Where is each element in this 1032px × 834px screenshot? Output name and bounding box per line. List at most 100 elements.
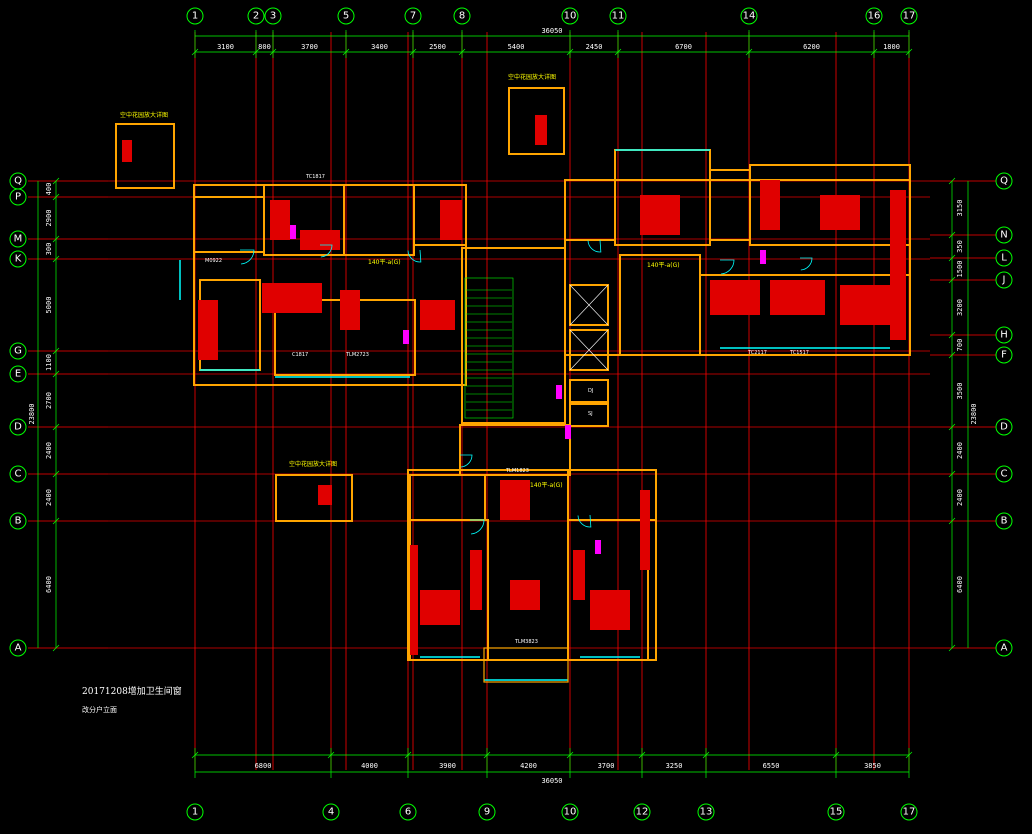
door-tag-4: M0922 xyxy=(205,258,222,264)
wall-red-fill xyxy=(640,490,650,570)
left-dimension-value: 300 xyxy=(45,243,53,256)
axis-bubble-circle xyxy=(995,226,1013,244)
axis-bubble-circle xyxy=(264,7,282,25)
axis-bubble-label: A xyxy=(15,643,22,654)
left-dimension-value: 5000 xyxy=(45,297,53,314)
tick xyxy=(52,235,60,243)
axis-bubble-circle xyxy=(399,803,417,821)
tick xyxy=(52,470,60,478)
axis-bubble-circle xyxy=(995,271,1013,289)
tick xyxy=(948,644,956,652)
axis-bubble-bottom: 4 xyxy=(322,803,340,821)
axis-bubble-bottom: 15 xyxy=(827,803,845,821)
tick xyxy=(52,423,60,431)
axis-bubble-label: C xyxy=(1001,469,1008,480)
window-tag-3: TC1517 xyxy=(789,350,809,356)
tick xyxy=(948,351,956,359)
top-dimension-value: 5400 xyxy=(508,43,525,51)
door-marker xyxy=(760,250,766,264)
bottom-dimension-value: 4000 xyxy=(361,762,378,770)
elevator-1 xyxy=(569,284,609,326)
tick xyxy=(948,177,956,185)
axis-bubble-label: H xyxy=(1000,330,1008,341)
wardrobe-block xyxy=(760,180,780,230)
axis-bubble-circle xyxy=(9,342,27,360)
garden-box-left xyxy=(115,123,175,189)
top-dimension-value: 6200 xyxy=(803,43,820,51)
tick xyxy=(948,231,956,239)
axis-bubble-bottom: 9 xyxy=(478,803,496,821)
unit-type-label-3: 140平-a(G) xyxy=(530,482,563,489)
axis-bubble-top: 8 xyxy=(453,7,471,25)
left-dimension-value: 2900 xyxy=(45,210,53,227)
axis-bubble-top: 7 xyxy=(404,7,422,25)
bottom-dimension-value: 3850 xyxy=(864,762,881,770)
axis-bubble-left: G xyxy=(9,342,27,360)
garden-box-top xyxy=(508,87,565,155)
axis-bubble-label: 13 xyxy=(700,807,713,818)
axis-bubble-circle xyxy=(995,249,1013,267)
unit-bottom-outline xyxy=(407,469,657,661)
revision-note-sub: 改分户立面 xyxy=(82,705,117,714)
door-marker xyxy=(403,330,409,344)
axis-bubble-label: Q xyxy=(14,176,22,187)
elevator-x xyxy=(569,284,609,326)
bed-block xyxy=(590,590,630,630)
bed-block xyxy=(710,280,760,315)
dimension-lines xyxy=(37,30,969,778)
garden-detail-label-1: 空中花园放大详图 xyxy=(120,111,168,119)
top-dimension-value: 6700 xyxy=(675,43,692,51)
axis-bubble-label: 8 xyxy=(459,11,465,22)
axis-bubble-circle xyxy=(633,803,651,821)
axis-bubble-label: 17 xyxy=(903,807,916,818)
top-dimension-value: 3100 xyxy=(217,43,234,51)
right-dimension-value: 700 xyxy=(956,339,964,352)
garden-detail-label-2: 空中花园放大详图 xyxy=(508,73,556,81)
door-swing xyxy=(407,249,422,263)
axis-bubble-label: A xyxy=(1001,643,1008,654)
garden-detail-label-3: 空中花园放大详图 xyxy=(289,460,337,468)
tick xyxy=(52,517,60,525)
axis-bubble-label: 10 xyxy=(564,11,577,22)
bottom-dimension-value: 6800 xyxy=(255,762,272,770)
tick xyxy=(52,255,60,263)
axis-bubble-label: 10 xyxy=(564,807,577,818)
axis-bubble-circle xyxy=(247,7,265,25)
shaft-dj-label: DJ xyxy=(588,388,593,394)
bottom-dimension-value: 3250 xyxy=(666,762,683,770)
axis-bubble-label: 1 xyxy=(192,807,198,818)
axis-bubble-label: 9 xyxy=(484,807,490,818)
elevator-x xyxy=(569,329,609,371)
bed-block xyxy=(300,230,340,250)
axis-bubble-left: B xyxy=(9,512,27,530)
axis-bubble-label: L xyxy=(1001,253,1007,264)
top-overall-dimension: 36050 xyxy=(541,27,562,35)
bottom-dimension-value: 3700 xyxy=(598,762,615,770)
bed-block xyxy=(420,590,460,625)
shaft-sj xyxy=(569,403,609,427)
axis-bubble-left: M xyxy=(9,230,27,248)
axis-bubble-top: 5 xyxy=(337,7,355,25)
dining-table xyxy=(640,195,680,235)
axis-bubble-top: 11 xyxy=(609,7,627,25)
tick xyxy=(948,331,956,339)
door-tag-2: TLM3823 xyxy=(514,639,538,645)
right-dimension-value: 350 xyxy=(956,240,964,253)
right-dimension-value: 2400 xyxy=(956,442,964,459)
axis-bubble-top: 17 xyxy=(900,7,918,25)
axis-bubble-label: 12 xyxy=(636,807,649,818)
axis-bubble-circle xyxy=(995,172,1013,190)
axis-bubble-circle xyxy=(9,512,27,530)
right-dimension-value: 2400 xyxy=(956,489,964,506)
tick xyxy=(948,423,956,431)
axis-bubble-label: B xyxy=(1001,516,1008,527)
fixture xyxy=(535,115,547,145)
axis-bubble-circle xyxy=(9,250,27,268)
axis-bubble-label: D xyxy=(14,422,22,433)
axis-bubble-label: 5 xyxy=(343,11,349,22)
tick xyxy=(948,276,956,284)
axis-bubble-circle xyxy=(900,7,918,25)
door-marker xyxy=(565,425,571,439)
shaft-sj-label: SJ xyxy=(588,411,593,417)
